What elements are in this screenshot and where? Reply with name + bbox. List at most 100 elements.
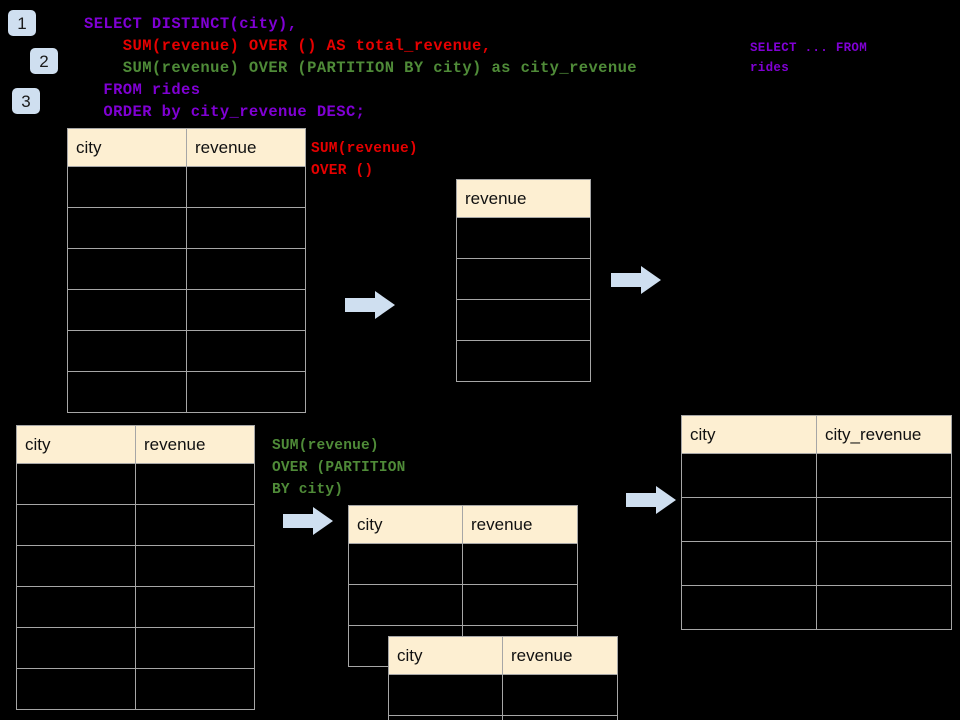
cell-revenue [135, 504, 255, 546]
arrow-partition-to-final [626, 485, 676, 515]
table-row [67, 330, 306, 372]
cell-revenue [186, 289, 306, 331]
step-badge-2: 2 [30, 48, 58, 74]
column-header-city: city [348, 505, 463, 544]
total-revenue-table: revenue [456, 179, 591, 382]
column-header-city: city [16, 425, 136, 464]
cell-revenue [456, 340, 591, 382]
table-row [16, 463, 255, 505]
table-row [67, 289, 306, 331]
cell-city [16, 668, 136, 710]
annotation-city-revenue: SUM(revenue) OVER (PARTITION BY city) [272, 438, 406, 498]
cell-revenue [456, 258, 591, 300]
cell-city [16, 545, 136, 587]
cell-revenue [135, 463, 255, 505]
table-row [16, 668, 255, 710]
partition-group-table-front: city revenue [388, 636, 618, 720]
column-header-city: city [388, 636, 503, 675]
table-row [67, 207, 306, 249]
table-row [456, 340, 591, 382]
cell-city [67, 289, 187, 331]
column-header-revenue: revenue [502, 636, 618, 675]
table-header-row: city city_revenue [681, 415, 952, 454]
arrow-source-to-total-revenue [345, 290, 395, 320]
cell-city [67, 207, 187, 249]
table-row [388, 674, 618, 716]
annotation-total-revenue: SUM(revenue) OVER () [311, 141, 418, 179]
sql-line-order-by: ORDER by city_revenue DESC; [84, 103, 366, 121]
cell-revenue [135, 627, 255, 669]
cell-revenue [502, 674, 618, 716]
cell-revenue [186, 207, 306, 249]
column-header-revenue: revenue [186, 128, 306, 167]
table-row [456, 258, 591, 300]
table-row [681, 541, 952, 586]
cell-revenue [462, 543, 578, 585]
table-row [681, 585, 952, 630]
cell-city [681, 453, 817, 498]
cell-city-revenue [816, 497, 952, 542]
cell-city [16, 504, 136, 546]
cell-revenue [135, 586, 255, 628]
cell-city [348, 584, 463, 626]
table-row [67, 248, 306, 290]
table-row [456, 217, 591, 259]
cell-revenue [186, 371, 306, 413]
cell-city [16, 627, 136, 669]
cell-city-revenue [816, 585, 952, 630]
cell-revenue [186, 248, 306, 290]
arrow-total-revenue-to-final [611, 265, 661, 295]
rides-source-partition-table: city revenue [16, 425, 255, 710]
cell-city [67, 371, 187, 413]
cell-revenue [502, 715, 618, 720]
cell-revenue [462, 584, 578, 626]
cell-city [16, 463, 136, 505]
cell-revenue [186, 166, 306, 208]
sql-line-from: FROM rides [84, 81, 201, 99]
sql-line-city-revenue: SUM(revenue) OVER (PARTITION BY city) as… [84, 59, 637, 77]
table-row [348, 584, 578, 626]
table-header-row: city revenue [348, 505, 578, 544]
side-note-select-from-line2: rides [750, 61, 790, 75]
sql-line-select: SELECT DISTINCT(city), [84, 15, 298, 33]
cell-city [348, 543, 463, 585]
cell-city [67, 330, 187, 372]
cell-city [67, 248, 187, 290]
cell-city [681, 585, 817, 630]
table-row [16, 586, 255, 628]
column-header-revenue: revenue [135, 425, 255, 464]
cell-city-revenue [816, 453, 952, 498]
table-row [456, 299, 591, 341]
cell-revenue [135, 668, 255, 710]
final-result-table: city city_revenue [681, 415, 952, 630]
cell-city [388, 715, 503, 720]
cell-city [67, 166, 187, 208]
cell-revenue [135, 545, 255, 587]
column-header-city-revenue: city_revenue [816, 415, 952, 454]
table-header-row: city revenue [16, 425, 255, 464]
table-header-row: city revenue [67, 128, 306, 167]
cell-revenue [186, 330, 306, 372]
rides-source-table: city revenue [67, 128, 306, 413]
table-row [67, 371, 306, 413]
table-row [16, 627, 255, 669]
cell-city-revenue [816, 541, 952, 586]
table-row [16, 504, 255, 546]
cell-city [681, 497, 817, 542]
column-header-revenue: revenue [462, 505, 578, 544]
cell-revenue [456, 299, 591, 341]
table-row [67, 166, 306, 208]
cell-city [388, 674, 503, 716]
step-badge-1: 1 [8, 10, 36, 36]
table-row [681, 453, 952, 498]
column-header-revenue: revenue [456, 179, 591, 218]
table-row [348, 543, 578, 585]
cell-city [16, 586, 136, 628]
side-note-select-from-line1: SELECT ... FROM [750, 41, 868, 55]
arrow-source-to-partition [283, 506, 333, 536]
step-badge-3: 3 [12, 88, 40, 114]
column-header-city: city [67, 128, 187, 167]
cell-city [681, 541, 817, 586]
table-header-row: revenue [456, 179, 591, 218]
